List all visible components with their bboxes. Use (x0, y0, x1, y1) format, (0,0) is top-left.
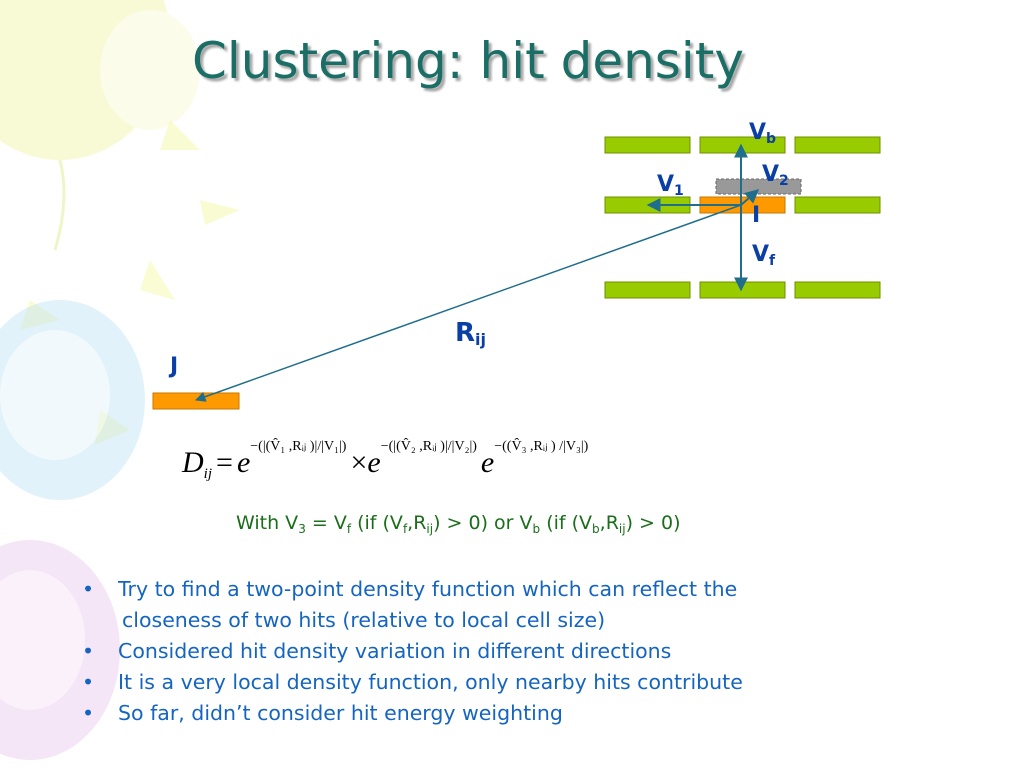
formula-exp3: −((V̂₃ ,Rᵢⱼ ) /|V₃|) (494, 439, 589, 454)
label-i: I (752, 203, 761, 228)
cell-hit-j (152, 392, 240, 410)
balloon-pink (0, 540, 120, 760)
balloon-blue (0, 300, 145, 500)
density-formula: Dij = e−(|(V̂₁ ,Rᵢⱼ )|/|V₁|) ×e−(|(V̂₂ ,… (182, 439, 588, 482)
arrow-v2 (740, 189, 760, 206)
cell-bot-3 (794, 281, 881, 299)
label-v1: V1 (657, 172, 684, 199)
formula-lhs-sub: ij (203, 466, 213, 482)
formula-exp2: −(|(V̂₂ ,Rᵢⱼ )|/|V₂|) (380, 439, 477, 454)
formula-e2: e (367, 446, 381, 479)
bullet-item: • So far, didn’t consider hit energy wei… (82, 698, 743, 729)
formula-equals: = (216, 446, 233, 479)
balloon-yellow-top (0, 0, 200, 251)
bullet-marker: • (82, 670, 95, 694)
cell-mid-3 (794, 196, 881, 214)
bullet-item: • It is a very local density function, o… (82, 667, 743, 698)
arrow-rij (195, 204, 742, 402)
label-vb: Vb (749, 120, 777, 147)
cell-bot-2 (699, 281, 786, 299)
bullet-marker: • (82, 577, 95, 601)
label-j: J (170, 354, 179, 379)
page-title: Clustering: hit density (192, 32, 744, 90)
with-condition-line: With V3 = Vf (if (Vf,Rij) > 0) or Vb (if… (236, 512, 681, 536)
formula-lhs: D (182, 446, 204, 479)
label-rij: Rij (455, 318, 486, 349)
label-vf: Vf (752, 242, 776, 269)
cell-top-1 (604, 136, 691, 154)
bullet-item: • Try to find a two-point density functi… (82, 574, 743, 636)
bullet-marker: • (82, 639, 95, 663)
formula-exp1: −(|(V̂₁ ,Rᵢⱼ )|/|V₁|) (250, 439, 347, 454)
bullet-item: • Considered hit density variation in di… (82, 636, 743, 667)
label-v2: V2 (762, 162, 789, 189)
bullet-list: • Try to find a two-point density functi… (82, 574, 743, 729)
sun-rays-yellow (20, 120, 240, 445)
cell-bot-1 (604, 281, 691, 299)
formula-times: × (350, 446, 368, 479)
formula-e3: e (480, 446, 495, 479)
formula-e1: e (236, 446, 251, 479)
cell-top-3 (794, 136, 881, 154)
bullet-marker: • (82, 701, 95, 725)
